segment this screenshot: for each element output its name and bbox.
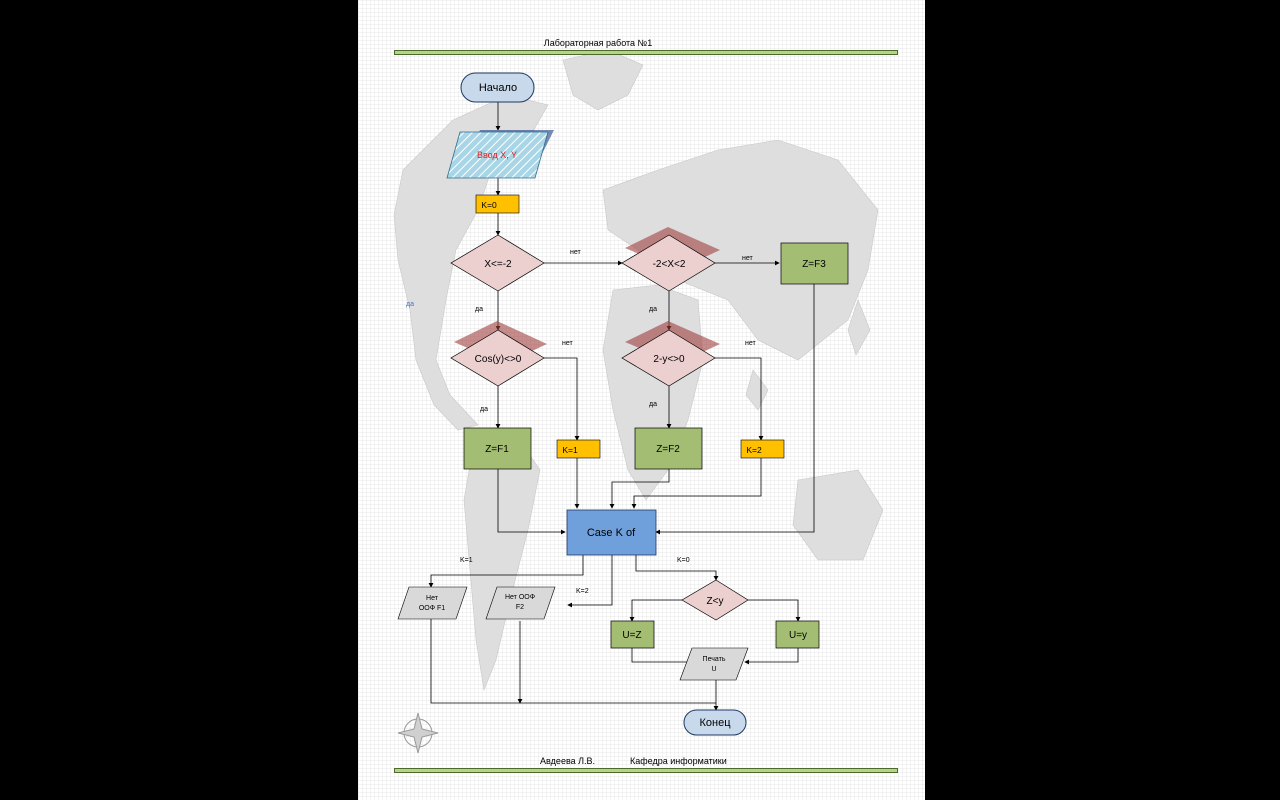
edge-label-da-side: да [406, 301, 414, 308]
oof2-line2: F2 [516, 604, 524, 611]
k2-label: K=2 [746, 445, 762, 455]
print-output [679, 647, 749, 681]
zy-label: Z<y [707, 596, 724, 607]
oof1-line1: Нет [426, 595, 439, 602]
zf3-label: Z=F3 [802, 259, 826, 270]
footer-author: Авдеева Л.В. [540, 756, 596, 766]
z-f3-block [780, 242, 849, 285]
decision-z-lt-y [681, 579, 749, 621]
d2-label: -2<X<2 [653, 259, 686, 270]
oof1-line2: ООФ F1 [419, 605, 445, 612]
start-terminal [460, 72, 535, 103]
decision-cos-y [450, 329, 545, 387]
decision-x-le-minus2 [450, 234, 545, 292]
k1-block [556, 439, 601, 459]
no-oof-f2-output [485, 586, 556, 620]
header-rule [394, 50, 898, 55]
start-label: Начало [479, 82, 517, 94]
footer-department: Кафедра информатики [630, 756, 727, 766]
z-f2-block [634, 427, 703, 470]
page-title: Лабораторная работа №1 [543, 38, 653, 48]
zf1-label: Z=F1 [485, 444, 509, 455]
u-y-block [775, 620, 820, 649]
no-oof-f1-output [397, 586, 468, 620]
edge-label-case-k2: K=2 [576, 588, 589, 595]
k2-block [740, 439, 785, 459]
oof2-line1: Нет ООФ [505, 594, 535, 601]
input-label: Ввод X, Y [477, 150, 517, 160]
edge-label-da-3: да [480, 406, 488, 413]
k1-label: K=1 [562, 445, 578, 455]
edge-label-net-4: нет [745, 340, 757, 347]
u-z-block [610, 620, 655, 649]
input-block [446, 131, 549, 179]
decision-2-y [621, 329, 716, 387]
z-f1-block [463, 427, 532, 470]
case-block [566, 509, 657, 556]
print-line2: U [711, 666, 716, 673]
case-label: Case K of [587, 527, 636, 539]
diagram-page: Лабораторная работа №1 Авдеева Л.В. Кафе… [358, 0, 925, 800]
end-label: Конец [699, 717, 731, 729]
d3-label: Cos(y)<>0 [475, 354, 522, 365]
d4-label: 2-y<>0 [653, 354, 685, 365]
end-terminal [683, 709, 747, 736]
uz-label: U=Z [622, 630, 641, 641]
print-line1: Печать [703, 656, 726, 663]
connectors [428, 102, 815, 711]
compass-rose-icon [397, 712, 439, 754]
edge-label-da-1: да [475, 306, 483, 313]
edge-label-net-1: нет [570, 249, 582, 256]
edge-label-da-4: да [649, 401, 657, 408]
flowchart: Начало Ввод X, Y K=0 X<=-2 -2<X<2 Z=F3 C… [397, 72, 849, 736]
edge-label-net-3: нет [562, 340, 574, 347]
edge-label-da-2: да [649, 306, 657, 313]
k0-block [475, 194, 520, 214]
footer-rule [394, 768, 898, 773]
uy-label: U=y [789, 630, 807, 641]
edge-label-case-k0: K=0 [677, 557, 690, 564]
decision-x-between [621, 234, 716, 292]
edge-label-net-2: нет [742, 255, 754, 262]
edge-label-case-k1: K=1 [460, 557, 473, 564]
d1-label: X<=-2 [484, 259, 512, 270]
k0-label: K=0 [481, 200, 497, 210]
zf2-label: Z=F2 [656, 444, 680, 455]
